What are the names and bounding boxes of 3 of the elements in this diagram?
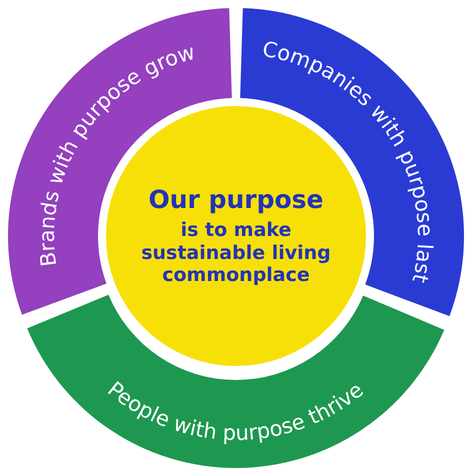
body-text: is to make sustainable living commonplace	[140, 218, 332, 288]
heading: Our purpose	[148, 184, 324, 215]
ring-segment	[27, 294, 444, 468]
